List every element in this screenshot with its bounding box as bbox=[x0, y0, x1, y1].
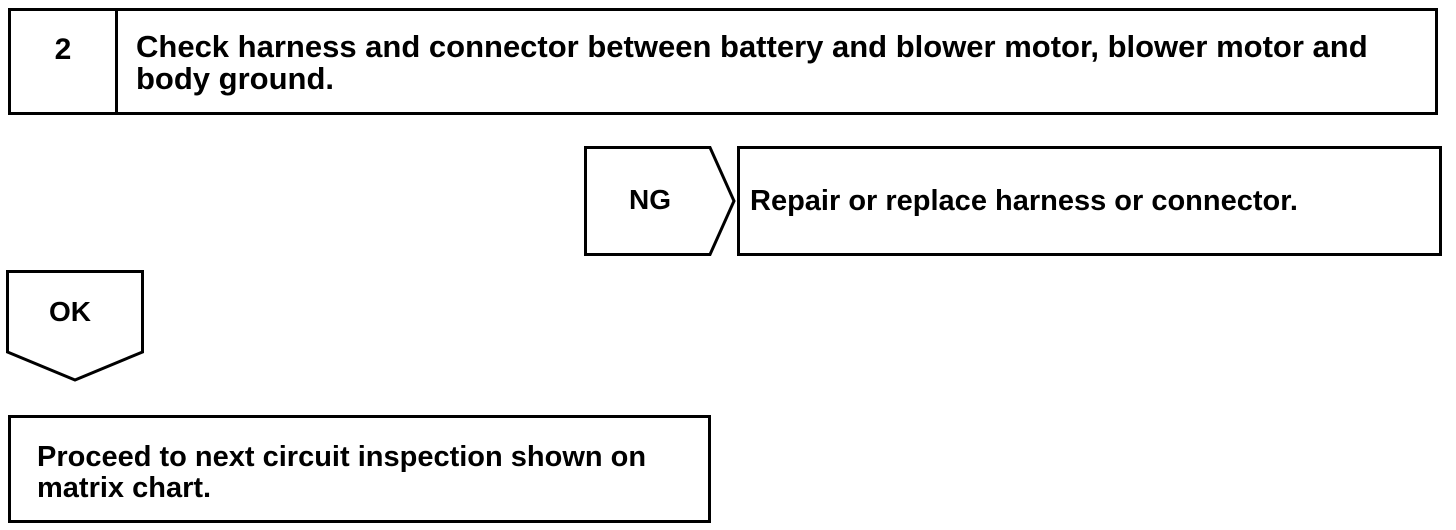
ok-action-box: Proceed to next circuit inspection shown… bbox=[8, 415, 711, 523]
ng-arrow-shape bbox=[584, 146, 736, 256]
step-number: 2 bbox=[11, 11, 118, 112]
ok-arrow-shape bbox=[6, 270, 144, 382]
ng-label: NG bbox=[629, 184, 671, 215]
ok-action-text: Proceed to next circuit inspection shown… bbox=[37, 441, 647, 504]
ng-action-box: Repair or replace harness or connector. bbox=[737, 146, 1442, 256]
step-instruction: Check harness and connector between batt… bbox=[136, 29, 1368, 96]
ok-label: OK bbox=[49, 296, 91, 327]
step-box: 2 Check harness and connector between ba… bbox=[8, 8, 1438, 115]
ng-action-text: Repair or replace harness or connector. bbox=[750, 185, 1298, 217]
